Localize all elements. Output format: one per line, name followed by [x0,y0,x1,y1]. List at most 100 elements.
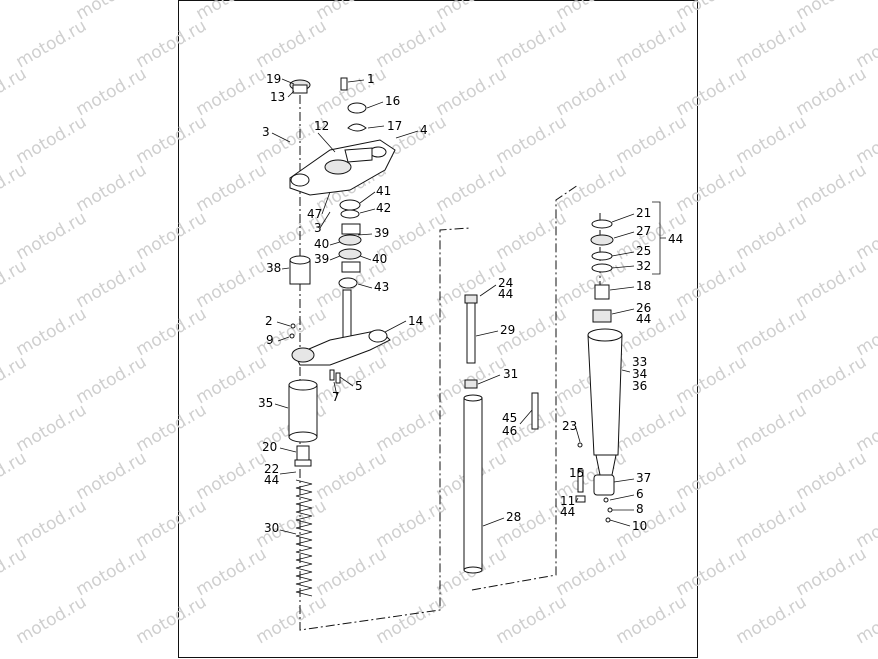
leader-line [611,265,635,269]
leader-line [611,213,635,223]
watermark-text: motod.ru [793,352,871,408]
leader-line [479,284,497,297]
watermark-text: motod.ru [73,256,151,312]
watermark-text: motod.ru [673,0,751,24]
callout-14: 14 [408,314,423,328]
group-bracket-44 [652,201,666,275]
watermark-text: motod.ru [433,160,511,216]
callout-20: 20 [262,440,277,454]
watermark-text: motod.ru [133,592,211,648]
watermark-text: motod.ru [0,160,30,216]
watermark-text: motod.ru [493,208,571,264]
bushing-38 [289,255,311,285]
bushing-18 [594,284,610,300]
watermark-text: motod.ru [853,16,878,72]
callout-32: 32 [636,259,651,273]
hardware-right [575,442,613,523]
leader-line [613,231,635,239]
callout-44c: 44 [636,312,651,326]
callout-4: 4 [420,123,428,137]
callout-29: 29 [500,323,515,337]
watermark-text: motod.ru [733,16,811,72]
callout-40a: 40 [314,237,329,251]
callout-27: 27 [636,224,651,238]
callout-15: 15 [569,466,584,480]
slider-33-34-36 [587,328,623,496]
leader-line [279,471,297,475]
watermark-text: motod.ru [613,592,691,648]
leader-line [359,255,372,261]
watermark-text: motod.ru [133,496,211,552]
leader-line [357,233,373,236]
leader-line [347,79,365,83]
watermark-text: motod.ru [673,352,751,408]
watermark-text: motod.ru [253,592,331,648]
watermark-text: motod.ru [193,256,271,312]
watermark-text: motod.ru [733,496,811,552]
plug-20 [294,445,312,467]
callout-36: 36 [632,379,647,393]
watermark-text: motod.ru [73,544,151,600]
bolts-5-7 [329,369,341,384]
callout-19: 19 [266,72,281,86]
leader-line [577,469,581,475]
leader-line [395,130,419,139]
leader-line [609,519,631,527]
watermark-text: motod.ru [73,64,151,120]
watermark-text: motod.ru [0,64,30,120]
callout-13: 13 [270,90,285,104]
watermark-text: motod.ru [553,544,631,600]
leader-line [475,330,499,337]
leader-line [359,208,376,214]
watermark-text: motod.ru [853,496,878,552]
callout-2: 2 [265,314,273,328]
callout-labels: 1 2 3 3 4 5 6 7 8 9 10 11 12 13 14 15 16… [258,72,683,535]
watermark-text: motod.ru [673,448,751,504]
callout-40b: 40 [372,252,387,266]
callout-24: 24 [498,276,513,290]
top-nut-19 [289,79,311,94]
watermark-text: motod.ru [853,592,878,648]
callout-46: 46 [502,424,517,438]
callout-25: 25 [636,244,651,258]
leader-line [357,283,373,289]
callout-31: 31 [503,367,518,381]
leader-line [575,497,579,503]
callout-11: 11 [560,494,575,508]
watermark-text: motod.ru [613,16,691,72]
callout-44d: 44 [264,473,279,487]
watermark-text: motod.ru [673,256,751,312]
watermark-text: motod.ru [313,448,391,504]
assembly-dashed-lines [299,95,601,631]
callout-42: 42 [376,201,391,215]
callout-23: 23 [562,419,577,433]
callout-9: 9 [266,333,274,347]
fork-tube-cover-35 [288,379,318,443]
callout-7: 7 [332,390,340,404]
leader-line [477,374,501,385]
watermark-text: motod.ru [733,400,811,456]
watermark-text: motod.ru [733,304,811,360]
callout-39b: 39 [314,252,329,266]
callout-44e: 44 [560,505,575,519]
leader-line [519,409,533,425]
leader-line [279,447,297,453]
watermark-text: motod.ru [493,16,571,72]
watermark-text: motod.ru [613,400,691,456]
leader-line [321,191,331,215]
leader-line [317,132,336,153]
callout-8: 8 [636,502,644,516]
lower-fork-bracket-14 [291,289,391,366]
watermark-text: motod.ru [13,400,91,456]
watermark-text: motod.ru [193,544,271,600]
watermark-text: motod.ru [853,208,878,264]
watermark-text: motod.ru [133,16,211,72]
watermark-text: motod.ru [673,544,751,600]
watermark-text: motod.ru [493,592,571,648]
leader-line [611,251,635,257]
leader-line [367,125,385,129]
callout-3a: 3 [262,125,270,139]
leader-line [359,191,376,204]
